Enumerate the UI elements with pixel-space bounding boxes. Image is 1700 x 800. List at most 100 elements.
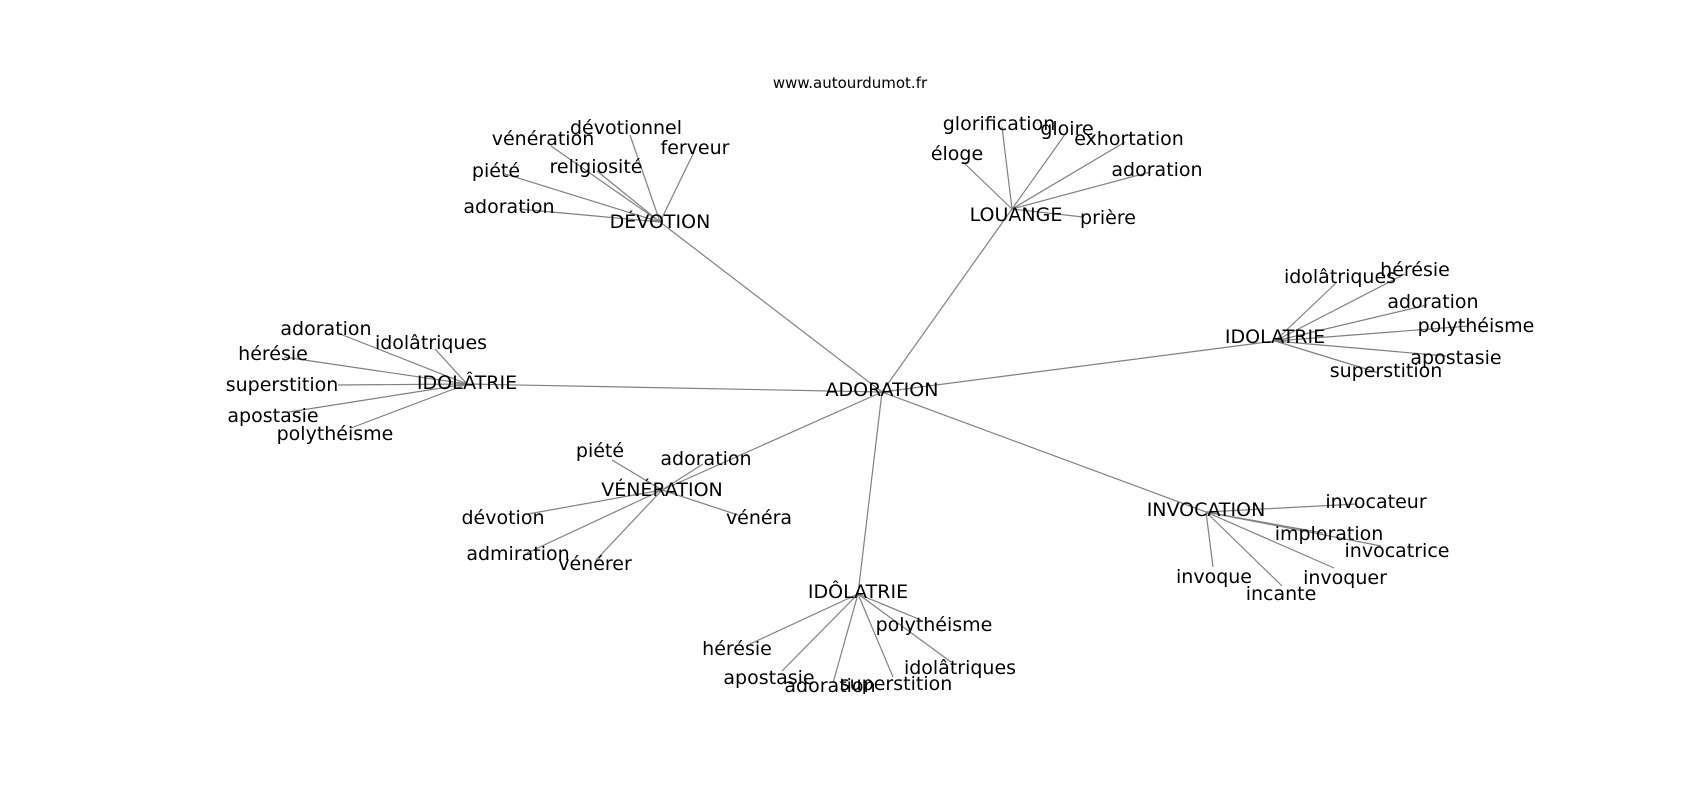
edge-hub-leaf [504,173,661,223]
root-word[interactable]: ADORATION [826,379,939,401]
leaf-word[interactable]: invocateur [1325,491,1426,513]
edge-hub-leaf [857,593,922,621]
edge-hub-leaf [1274,340,1447,357]
graph-labels: ADORATION DÉVOTION vénérationdévotionnelfe… [226,113,1535,697]
edge-hub-leaf [1274,304,1428,342]
edge-root-hub [857,391,883,595]
edge-hub-leaf [1011,171,1151,210]
edge-hub-leaf [832,593,859,684]
leaf-word[interactable]: idolâtriques [904,657,1016,679]
leaf-word[interactable]: gloire [1040,118,1093,140]
edge-hub-leaf [857,593,894,678]
leaf-word[interactable]: invoquer [1303,567,1387,589]
leaf-word[interactable]: dévotionnel [570,117,682,139]
hub-word[interactable]: INVOCATION [1147,499,1266,521]
leaf-word[interactable]: polythéisme [1418,315,1535,337]
edge-hub-leaf [518,208,661,223]
leaf-word[interactable]: superstition [1330,360,1443,382]
edge-root-hub [661,391,883,491]
leaf-word[interactable]: ferveur [661,137,730,159]
edge-hub-leaf [857,593,952,663]
edge-hub-leaf [781,593,859,672]
leaf-word[interactable]: éloge [931,143,983,165]
hub-word[interactable]: VÉNÉRATION [601,478,723,501]
leaf-word[interactable]: religiosité [550,156,643,178]
hub-word[interactable]: IDOLATRIE [1225,326,1325,348]
leaf-word[interactable]: invocatrice [1345,540,1450,562]
leaf-word[interactable]: vénération [492,128,595,150]
leaf-word[interactable]: imploration [1275,523,1384,545]
edge-hub-leaf [526,489,663,554]
leaf-word[interactable]: apostasie [723,667,814,689]
edge-root-hub [659,221,883,393]
edge-hub-leaf [611,459,663,491]
edge-hub-leaf [1205,511,1283,587]
leaf-word[interactable]: adoration [280,318,371,340]
leaf-word[interactable]: admiration [466,543,569,565]
edge-hub-leaf [350,383,468,429]
edge-hub-leaf [661,463,704,491]
edge-hub-leaf [962,161,1013,210]
edge-hub-leaf [1011,208,1084,218]
leaf-word[interactable]: glorification [943,113,1056,135]
leaf-word[interactable]: exhortation [1074,128,1184,150]
leaf-word[interactable]: idolâtriques [1284,266,1396,288]
site-url: www.autourdumot.fr [773,74,928,92]
leaf-word[interactable]: polythéisme [277,423,394,445]
edge-hub-leaf [434,348,468,385]
leaf-word[interactable]: vénérer [558,553,632,575]
hub-word[interactable]: IDÔLATRIE [808,579,908,603]
leaf-word[interactable]: apostasie [227,405,318,427]
leaf-word[interactable]: adoration [463,196,554,218]
leaf-word[interactable]: hérésie [238,343,308,365]
leaf-word[interactable]: incante [1246,583,1317,605]
hub-word[interactable]: IDOLÂTRIE [417,371,517,394]
edge-hub-leaf [1001,126,1013,210]
edge-hub-leaf [1274,282,1337,342]
edge-hub-leaf [659,151,695,223]
leaf-word[interactable]: superstition [840,673,953,695]
leaf-word[interactable]: adoration [1387,291,1478,313]
edge-hub-leaf [749,593,859,645]
leaf-word[interactable]: dévotion [461,507,544,529]
leaf-word[interactable]: polythéisme [876,614,993,636]
edge-hub-leaf [527,489,663,515]
edge-hub-leaf [337,383,468,386]
edge-hub-leaf [629,134,661,223]
leaf-word[interactable]: piété [576,440,624,462]
edge-hub-leaf [1011,132,1067,210]
leaf-word[interactable]: piété [472,160,520,182]
leaf-word[interactable]: superstition [226,374,339,396]
leaf-word[interactable]: invoque [1176,566,1252,588]
edge-root-hub [881,391,1207,513]
edge-hub-leaf [1274,340,1380,374]
leaf-word[interactable]: prière [1080,207,1136,229]
edge-root-hub [881,340,1276,393]
edge-hub-leaf [1205,511,1382,547]
leaf-word[interactable]: vénéra [726,507,792,529]
leaf-word[interactable]: idolâtriques [375,332,487,354]
edge-hub-leaf [1011,141,1126,210]
edge-hub-leaf [288,383,468,413]
edge-hub-leaf [1274,273,1406,342]
edge-hub-leaf [661,489,739,516]
edge-hub-leaf [1205,503,1358,513]
edge-hub-leaf [550,145,661,223]
edge-hub-leaf [1205,511,1214,568]
leaf-word[interactable]: apostasie [1410,347,1501,369]
leaf-word[interactable]: hérésie [702,638,772,660]
edge-hub-leaf [339,333,468,385]
leaf-word[interactable]: hérésie [1380,259,1450,281]
hub-word[interactable]: LOUANGE [970,204,1063,226]
edge-hub-leaf [596,170,661,223]
graph-edges [283,126,1470,684]
hub-word[interactable]: DÉVOTION [610,210,711,233]
leaf-word[interactable]: adoration [660,448,751,470]
leaf-word[interactable]: adoration [1111,159,1202,181]
leaf-word[interactable]: adoration [784,675,875,697]
edge-hub-leaf [1274,325,1470,342]
edge-hub-leaf [283,356,468,385]
edge-hub-leaf [595,489,663,561]
edge-root-hub [881,208,1013,393]
